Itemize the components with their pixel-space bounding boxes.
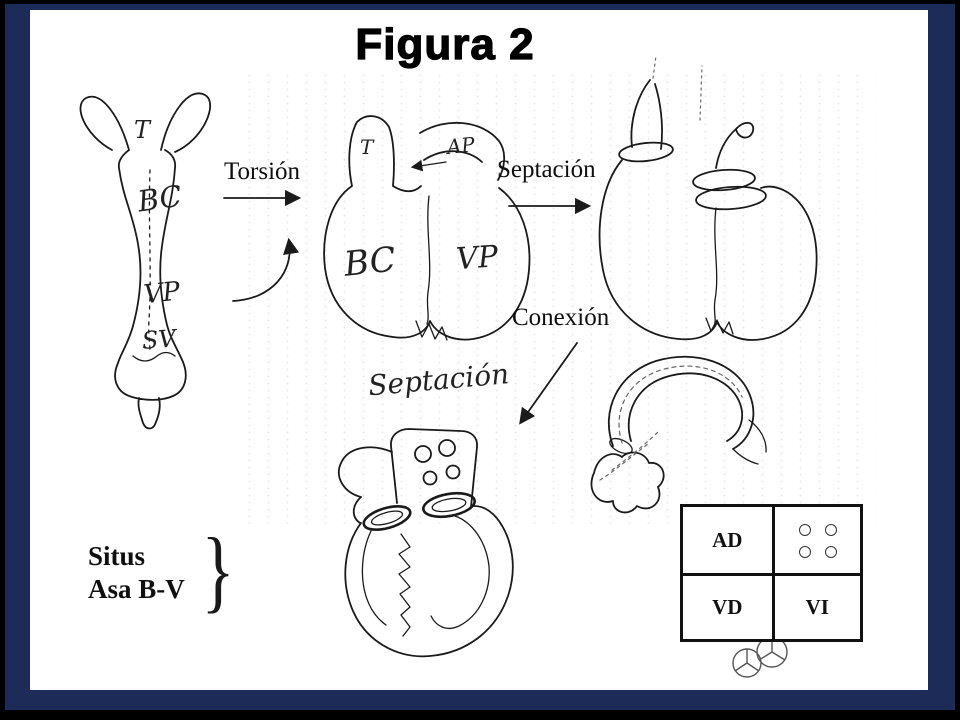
four-chamber-heart-sketch	[338, 428, 514, 658]
trilobed-end	[590, 451, 665, 514]
loop-label-AP: AP	[444, 132, 477, 159]
loop-label-T: T	[360, 135, 375, 159]
right-chamber-inner	[430, 515, 490, 630]
vessel-opening	[445, 464, 461, 480]
tube-label-BC: BC	[134, 179, 183, 219]
cell-vein-openings	[771, 507, 861, 573]
valve-ring-right-inner	[431, 497, 467, 513]
atrial-appendage	[338, 446, 393, 524]
septated-midline	[713, 207, 718, 328]
valve-symbols	[732, 636, 788, 678]
septated-outline	[598, 79, 818, 341]
vein-dot	[824, 545, 837, 558]
valve-symbol-spokes	[734, 649, 760, 672]
torsion-label: Torsión	[224, 158, 301, 185]
loop-cleft-zigzag	[415, 320, 448, 341]
valve-ring-left	[362, 505, 412, 531]
torsion-arrows	[223, 189, 302, 302]
vessel-ring-right-lower	[695, 185, 767, 211]
loop-label-BC: BC	[341, 240, 398, 285]
trunk-outline	[390, 428, 478, 508]
septum-zigzag	[398, 533, 411, 637]
loop-ribbon-outer	[608, 355, 755, 450]
ventricle-outline	[344, 505, 514, 658]
septated-heart-sketch	[598, 55, 818, 341]
vessel-opening	[422, 470, 438, 486]
tube-label-T: T	[134, 116, 152, 144]
ap-pointer-arrow	[410, 159, 447, 172]
vessel-ring-left	[618, 141, 674, 163]
ribbon-opening	[609, 437, 633, 455]
loop-outline	[323, 115, 531, 341]
vessel-opening	[414, 445, 432, 463]
loop-ribbon-inner	[627, 372, 743, 442]
vein-dot	[798, 545, 811, 558]
situs-line1: Situs	[88, 541, 146, 571]
septacion-label: Septación	[497, 156, 596, 183]
vein-dot	[798, 523, 811, 536]
cell-AD: AD	[712, 527, 743, 552]
tube-midline	[148, 169, 151, 353]
situs-loop-sketch	[590, 355, 767, 514]
valve-ring-right	[422, 491, 476, 519]
primitive-tube-sketch: T BC VP SV	[79, 92, 211, 430]
sv-underline	[132, 351, 176, 362]
tube-outline	[79, 92, 211, 430]
ribbon-dashed-center	[618, 365, 743, 444]
valve-ring-left-inner	[370, 510, 404, 526]
septacion-handwritten: Septación	[367, 357, 510, 402]
tube-label-VP: VP	[142, 277, 182, 311]
vein-dots	[798, 523, 837, 558]
loop-midline	[426, 195, 431, 325]
figure-title: Figura 2	[355, 19, 535, 69]
chamber-table: AD VD VI	[680, 504, 863, 642]
situs-brace: }	[201, 519, 235, 621]
conexion-label: Conexión	[512, 304, 610, 331]
situs-caption: Situs Asa B-V	[88, 540, 185, 606]
vein-dot	[824, 523, 837, 536]
cell-VD: VD	[683, 573, 772, 639]
conexion-arrow	[519, 342, 578, 425]
vessel-opening	[438, 439, 456, 457]
torsion-curved-arrow	[232, 237, 300, 302]
vessel-ring-right-upper	[692, 168, 756, 192]
septated-cleft-zigzag	[705, 317, 734, 335]
situs-line2: Asa B-V	[88, 574, 185, 604]
loop-label-VP: VP	[455, 239, 500, 277]
tube-label-SV: SV	[141, 324, 179, 354]
cell-VI: VI	[771, 573, 860, 639]
ribbon-tail	[732, 419, 767, 465]
faint-guide-line	[652, 55, 703, 121]
left-wall-inner	[361, 530, 387, 626]
looped-heart-sketch: T AP BC VP	[323, 115, 531, 341]
trilobe-dashed-lines	[599, 429, 661, 481]
